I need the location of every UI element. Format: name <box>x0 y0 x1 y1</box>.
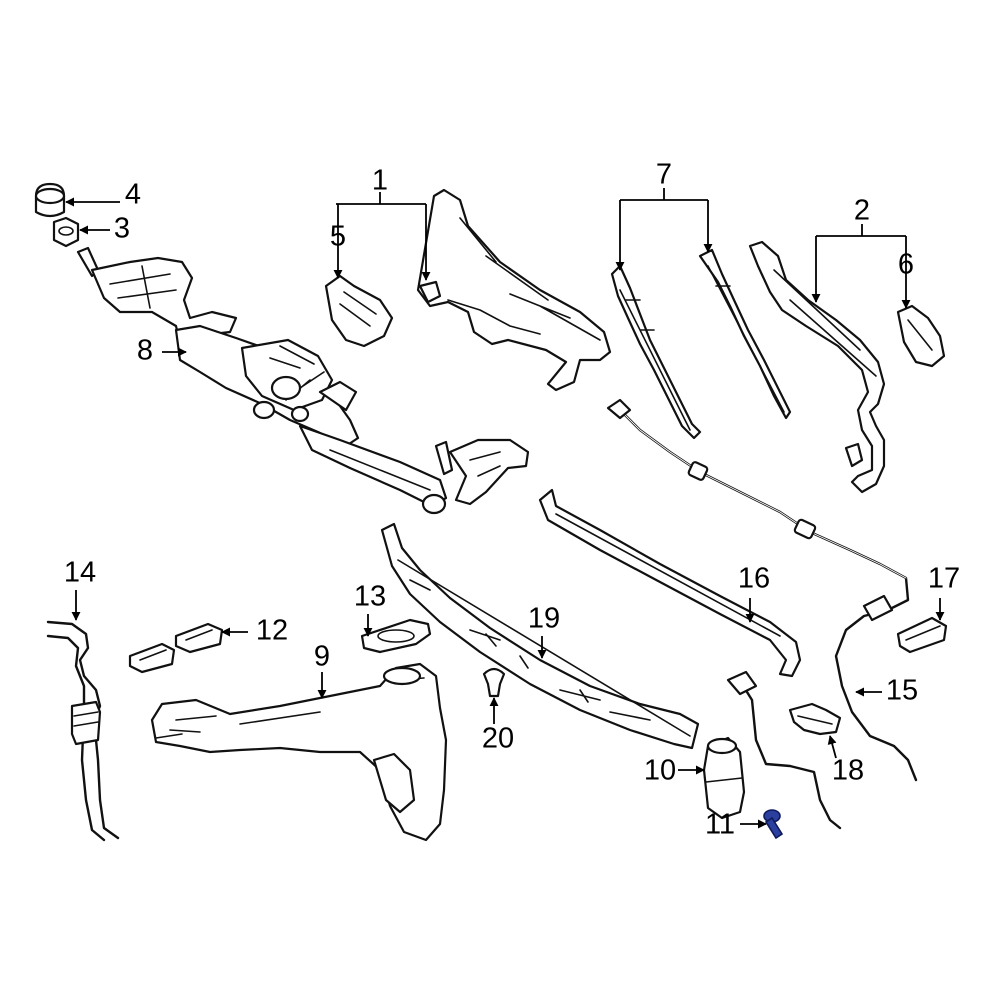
part-20-clip[interactable] <box>482 667 506 698</box>
part-10-washer-pump[interactable] <box>702 736 746 820</box>
part-2-wiper-arm-right[interactable] <box>748 240 886 494</box>
callout-6: 6 <box>898 249 914 281</box>
callout-15: 15 <box>886 675 918 707</box>
part-5-arm-cap-left[interactable] <box>324 274 394 348</box>
part-18-bracket[interactable] <box>726 670 842 830</box>
part-19-cowl-panel[interactable] <box>380 522 700 750</box>
part-13-seal[interactable] <box>360 618 432 654</box>
callout-9: 9 <box>314 641 330 673</box>
callout-labels: 1 2 3 4 5 6 7 8 9 10 11 12 13 14 15 16 1… <box>64 159 960 841</box>
callout-18: 18 <box>832 755 864 787</box>
callout-13: 13 <box>354 581 386 613</box>
callout-1: 1 <box>372 165 388 197</box>
part-17-washer-nozzle[interactable] <box>896 616 948 654</box>
part-8-wiper-linkage[interactable] <box>76 246 530 515</box>
callout-20: 20 <box>482 723 514 755</box>
part-15-washer-hose[interactable] <box>606 398 918 782</box>
part-14-washer-hose-assembly[interactable] <box>46 620 120 842</box>
part-6-arm-cap-right[interactable] <box>896 304 946 368</box>
callout-3: 3 <box>114 213 130 245</box>
callout-19: 19 <box>528 603 560 635</box>
part-7-wiper-blades[interactable] <box>610 248 792 440</box>
callout-12: 12 <box>256 615 288 647</box>
callout-11: 11 <box>705 809 735 841</box>
callout-17: 17 <box>928 563 960 595</box>
part-9-washer-reservoir[interactable] <box>150 662 448 842</box>
callout-2: 2 <box>854 195 870 227</box>
callout-5: 5 <box>330 221 346 253</box>
part-4-cap[interactable] <box>34 182 66 218</box>
part-1-wiper-arm-left[interactable] <box>416 188 612 392</box>
part-3-nut[interactable] <box>52 216 80 248</box>
part-12-grommets[interactable] <box>128 622 224 674</box>
part-11-screw[interactable] <box>763 809 784 840</box>
callout-4: 4 <box>125 179 141 211</box>
callout-10: 10 <box>644 755 676 787</box>
callout-14: 14 <box>64 557 96 589</box>
callout-7: 7 <box>656 159 672 191</box>
leader-lines <box>65 188 945 829</box>
callout-16: 16 <box>738 563 770 595</box>
part-16-cowl-seal[interactable] <box>538 488 802 678</box>
callout-8: 8 <box>137 335 153 367</box>
